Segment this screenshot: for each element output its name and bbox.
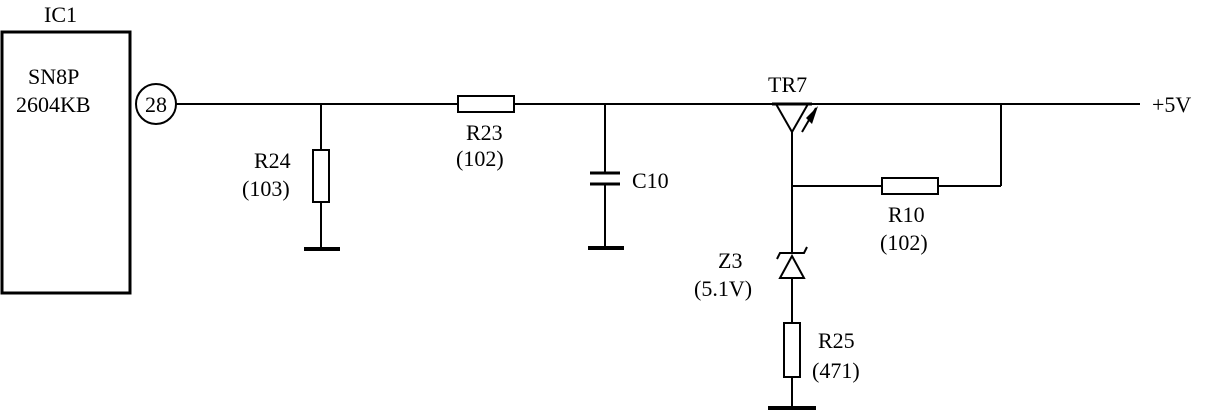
r25-ref-label: R25 — [818, 328, 855, 353]
r24: R24 (103) — [242, 104, 340, 251]
r25: R25 (471) — [768, 322, 860, 410]
tr7: TR7 — [768, 72, 820, 133]
c10-ref-label: C10 — [632, 168, 669, 193]
tr7-emitter-leg — [791, 103, 809, 133]
supply-label: +5V — [1152, 92, 1191, 117]
z3-body — [778, 253, 806, 279]
tr7-ref-label: TR7 — [768, 72, 807, 97]
tr7-emitter-arrow-shaft — [801, 107, 817, 133]
ic1-pin-number: 28 — [145, 92, 167, 117]
r25-body — [783, 322, 801, 378]
r23-value-label: (102) — [456, 146, 504, 171]
r24-ref-label: R24 — [254, 148, 291, 173]
r25-value-label: (471) — [812, 358, 860, 383]
r24-value-label: (103) — [242, 176, 290, 201]
r10-value-label: (102) — [880, 230, 928, 255]
r24-body — [312, 149, 330, 203]
r23-body — [457, 95, 515, 113]
tr7-collector-leg — [775, 103, 793, 133]
z3-cathode-bar — [776, 246, 808, 260]
r10-body — [881, 177, 939, 195]
c10: C10 — [588, 104, 669, 250]
ic1-ref-label: IC1 — [44, 2, 77, 27]
r23-ref-label: R23 — [466, 120, 503, 145]
z3-value-label: (5.1V) — [694, 276, 752, 301]
ic1-part-line1: SN8P — [28, 64, 79, 89]
ic1-body — [0, 30, 132, 295]
r10-ref-label: R10 — [888, 202, 925, 227]
ic1: IC1 SN8P 2604KB 28 — [0, 2, 177, 295]
ic1-part-line2: 2604KB — [16, 92, 91, 117]
z3-ref-label: Z3 — [718, 248, 742, 273]
r10: R10 (102) — [792, 104, 1002, 255]
z3: Z3 (5.1V) — [694, 246, 808, 323]
r23: R23 (102) — [456, 95, 515, 171]
